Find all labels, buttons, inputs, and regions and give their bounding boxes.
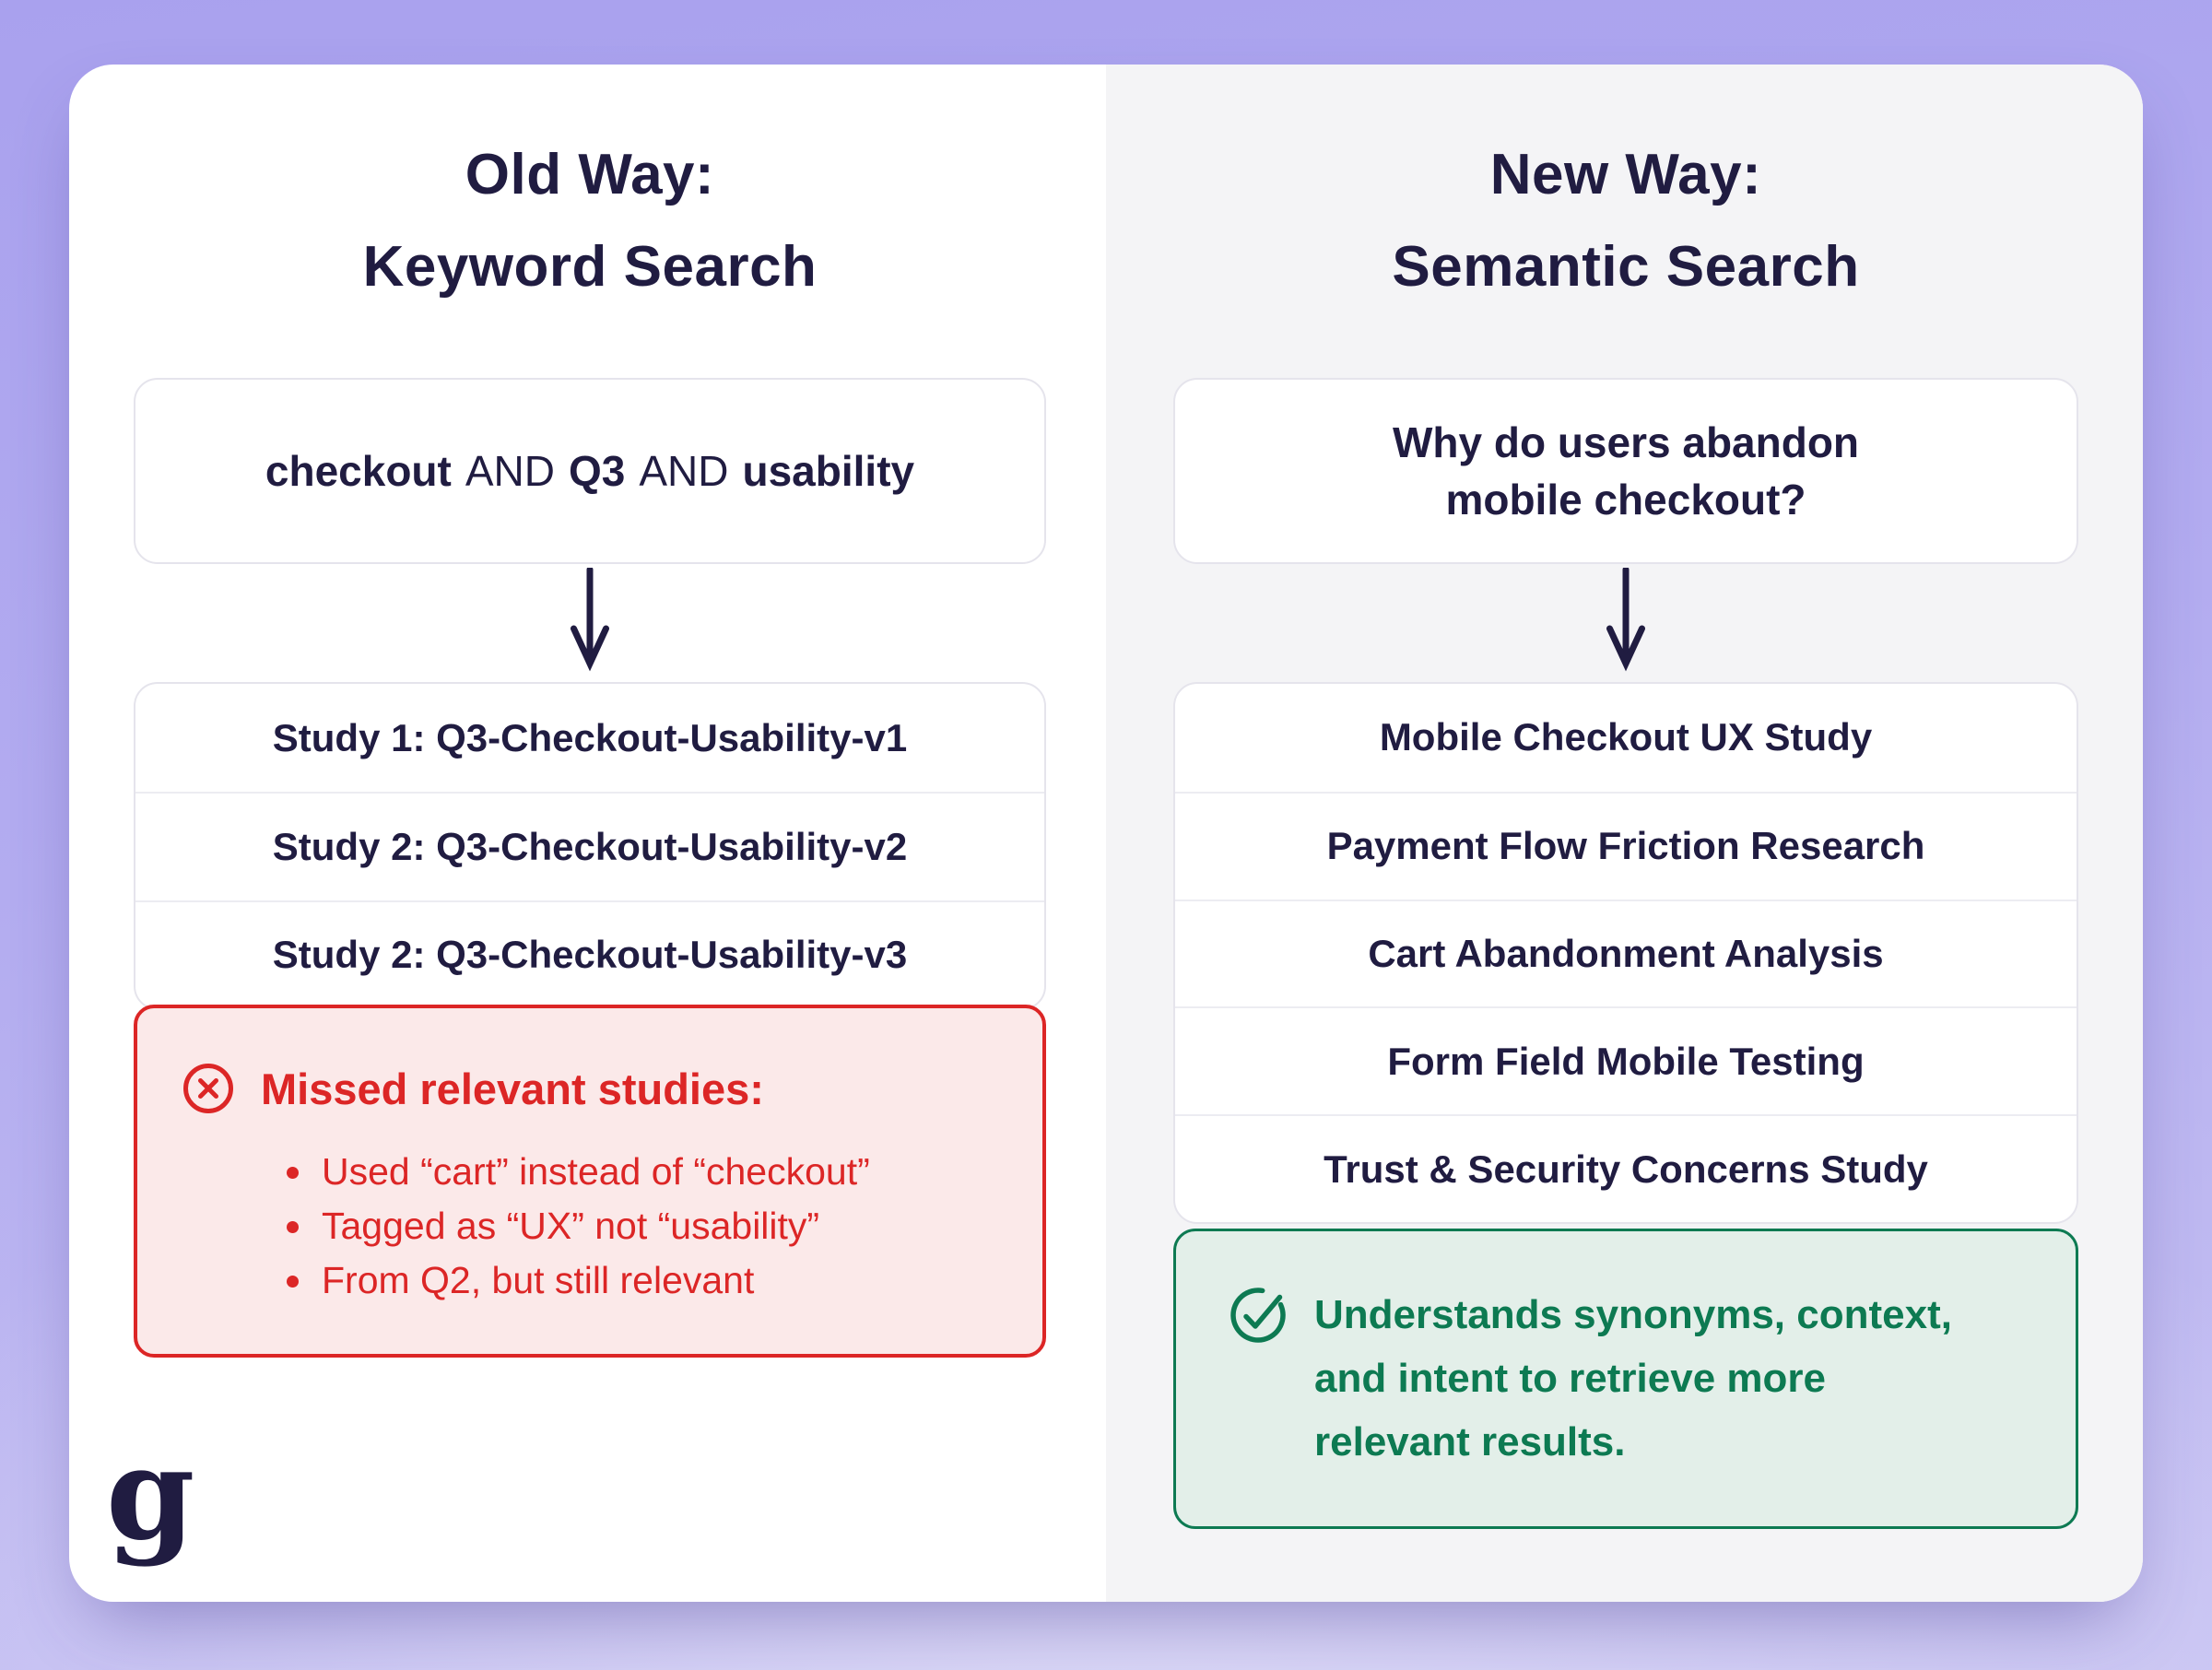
keyword-query-box: checkout AND Q3 AND usability: [134, 378, 1046, 564]
query-term: Q3: [568, 447, 626, 495]
benefit-line1: Understands synonyms, context,: [1314, 1292, 1952, 1337]
bullet-item: Used “cart” instead of “checkout”: [287, 1145, 870, 1199]
list-item: Cart Abandonment Analysis: [1175, 899, 2077, 1007]
semantic-benefit-text: Understands synonyms, context, and inten…: [1314, 1283, 1952, 1474]
bullet-item: From Q2, but still relevant: [287, 1253, 870, 1308]
list-item: Study 1: Q3-Checkout-Usability-v1: [272, 715, 908, 759]
benefit-line3: relevant results.: [1314, 1419, 1626, 1464]
list-item: Form Field Mobile Testing: [1175, 1006, 2077, 1114]
logo-g: g: [106, 1418, 195, 1569]
left-title-line2: Keyword Search: [362, 235, 818, 299]
check-circle-icon: [1228, 1285, 1288, 1346]
left-column-title: Old Way: Keyword Search: [134, 129, 1046, 313]
bullet-item: Tagged as “UX” not “usability”: [287, 1199, 870, 1253]
list-item: Study 2: Q3-Checkout-Usability-v2: [135, 792, 1044, 900]
semantic-query-line2: mobile checkout?: [1445, 476, 1806, 523]
list-item: Mobile Checkout UX Study: [1379, 715, 1873, 759]
down-arrow-icon: [570, 568, 610, 675]
missed-studies-title: Missed relevant studies:: [261, 1064, 764, 1113]
semantic-query-box: Why do users abandon mobile checkout?: [1173, 378, 2078, 564]
keyword-results-list: Study 1: Q3-Checkout-Usability-v1 Study …: [134, 682, 1046, 1010]
comparison-card: Old Way: Keyword Search checkout AND Q3 …: [69, 65, 2143, 1602]
list-item: Study 2: Q3-Checkout-Usability-v3: [135, 900, 1044, 1008]
left-title-line1: Old Way:: [465, 143, 715, 206]
benefit-line2: and intent to retrieve more: [1314, 1356, 1827, 1401]
right-title-line1: New Way:: [1489, 143, 1762, 206]
semantic-benefit-callout: Understands synonyms, context, and inten…: [1173, 1229, 2078, 1529]
right-title-line2: Semantic Search: [1392, 235, 1860, 299]
missed-studies-header: Missed relevant studies:: [182, 1062, 764, 1115]
missed-studies-callout: Missed relevant studies: Used “cart” ins…: [134, 1005, 1046, 1358]
x-circle-icon: [182, 1062, 235, 1115]
query-term: checkout: [265, 447, 452, 495]
semantic-results-list: Mobile Checkout UX Study Payment Flow Fr…: [1173, 682, 2078, 1224]
list-item: Payment Flow Friction Research: [1175, 791, 2077, 900]
list-item: Trust & Security Concerns Study: [1175, 1114, 2077, 1222]
missed-studies-bullet-list: Used “cart” instead of “checkout” Tagged…: [287, 1145, 870, 1308]
query-operator: AND: [465, 447, 555, 495]
semantic-query-line1: Why do users abandon: [1392, 418, 1860, 466]
down-arrow-icon: [1606, 568, 1646, 675]
query-term: usability: [742, 447, 915, 495]
query-operator: AND: [639, 447, 729, 495]
right-column-title: New Way: Semantic Search: [1173, 129, 2078, 313]
